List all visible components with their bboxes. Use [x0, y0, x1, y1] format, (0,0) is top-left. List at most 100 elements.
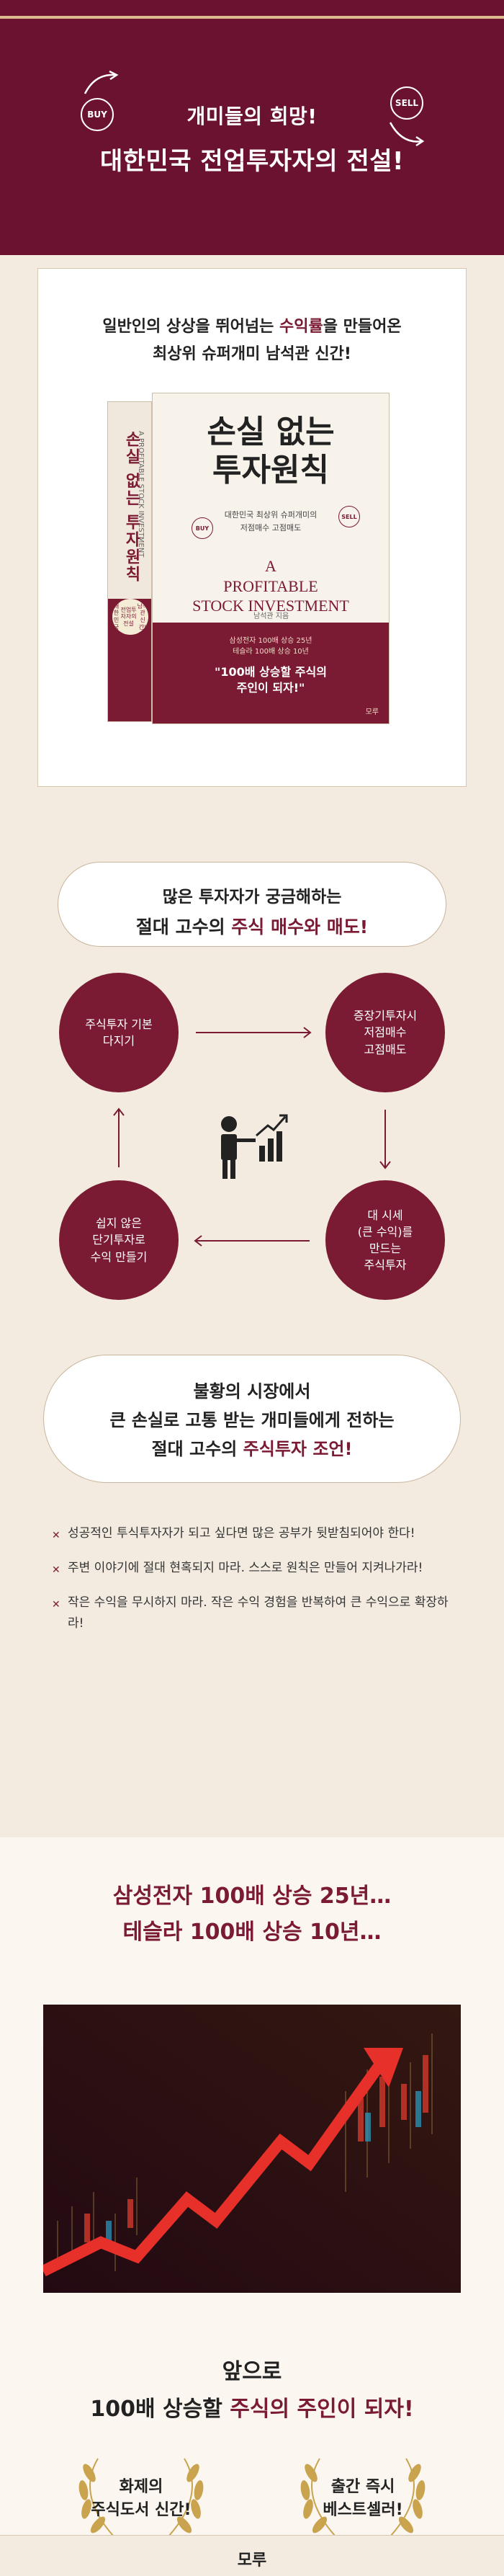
book-author: 남석관 지음 [253, 612, 289, 620]
intro-line1-highlight: 수익률 [279, 318, 323, 336]
book-title: 손실 없는 투자원칙 [153, 414, 389, 490]
laurel-right-text: 출간 즉시 베스트셀러! [291, 2476, 435, 2522]
cycle-node-basics: 주식투자 기본 다지기 [59, 973, 179, 1092]
node4-line1: 쉽지 않은 [96, 1216, 142, 1231]
footer-publisher-logo: 모루 [237, 2552, 267, 2570]
stock-chart-image [43, 2005, 461, 2293]
book-subtitle-line1: 대한민국 최상위 슈퍼개미의 [224, 510, 318, 520]
advice-line1: 불황의 시장에서 [193, 1381, 311, 1401]
book-meta: 삼성전자 100배 상승 25년 테슬라 100배 상승 10년 [153, 636, 389, 657]
intro-line2: 최상위 슈퍼개미 남석관 신간! [153, 345, 351, 363]
advice-heading: 불황의 시장에서 큰 손실로 고통 받는 개미들에게 전하는 절대 고수의 주식… [43, 1355, 461, 1483]
english-line2: PROFITABLE [223, 576, 318, 595]
book-title-line2: 투자원칙 [212, 451, 329, 489]
laurel-right-line1: 출간 즉시 [330, 2478, 395, 2496]
book-sell-badge-icon: SELL [338, 506, 360, 527]
intro-line1: 일반인의 상상을 뛰어넘는 수익률을 만들어온 [38, 313, 466, 337]
laurel-badge-right: 출간 즉시 베스트셀러! [291, 2444, 435, 2559]
final-section: 삼성전자 100배 상승 25년… 테슬라 100배 상승 10년… [0, 1837, 504, 2576]
advice-line2: 큰 손실로 고통 받는 개미들에게 전하는 [109, 1410, 395, 1430]
book-title-line1: 손실 없는 [207, 414, 335, 450]
book-card: 일반인의 상상을 뛰어넘는 수익률을 만들어온 최상위 슈퍼개미 남석관 신간!… [37, 268, 467, 787]
final-slogan-line1: 앞으로 [222, 2359, 282, 2384]
english-line1: A [265, 557, 276, 575]
node2-line2: 저점매수 [364, 1025, 407, 1040]
advice-item: ✕ 작은 수익을 무시하지 마라. 작은 수익 경험을 반복하여 큰 수익으로 확… [52, 1592, 462, 1636]
investor-chart-icon [221, 1114, 288, 1179]
cycle-arrows [113, 1027, 391, 1247]
book-slogan-line1: "100배 상승할 주식의 [215, 665, 327, 679]
laurel-badge-left: 화제의 주식도서 신간! [69, 2444, 213, 2559]
book-meta-line1: 삼성전자 100배 상승 25년 [229, 637, 312, 645]
book-cover: 손실 없는 투자원칙 A PROFITABLE STOCK INVESTMENT… [107, 393, 390, 726]
rising-arrow-icon [43, 2005, 461, 2293]
laurel-left-line1: 화제의 [119, 2478, 163, 2496]
node4-line2: 단기투자로 [92, 1233, 145, 1247]
advice-item: ✕ 주변 이야기에 절대 현혹되지 마라. 스스로 원칙은 만들어 지켜나가라! [52, 1558, 462, 1579]
book-front-band: 삼성전자 100배 상승 25년 테슬라 100배 상승 10년 "100배 상… [153, 623, 389, 723]
hero-banner: BUY SELL 개미들의 희망! 대한민국 전업투자자의 전설! [0, 0, 504, 259]
cycle-node-longterm: 증장기투자시 저점매수 고점매도 [325, 973, 445, 1092]
advice-list: ✕ 성공적인 투식투자자가 되고 싶다면 많은 공부가 뒷받침되어야 한다! ✕ 주… [52, 1523, 462, 1648]
footer: 모루 [0, 2535, 504, 2576]
cycle-heading: 많은 투자자가 궁금해하는 절대 고수의 주식 매수와 매도! [58, 862, 446, 947]
final-slogan-line2-highlight: 주식의 주인이 되자! [230, 2397, 414, 2422]
buy-badge-icon: BUY [81, 98, 114, 131]
laurel-left-line2: 주식도서 신간! [91, 2500, 192, 2519]
cycle-heading-line2: 절대 고수의 주식 매수와 매도! [58, 913, 446, 939]
book-buy-badge-icon: BUY [192, 517, 213, 539]
hero-top-stripe [0, 16, 504, 19]
node4-line3: 수익 만들기 [90, 1249, 148, 1264]
english-line3: STOCK INVESTMENT [192, 597, 349, 615]
book-english-title: A PROFITABLE STOCK INVESTMENT [153, 556, 389, 616]
seal-line3: 남석관 신간! [137, 602, 148, 630]
hero-bottom-edge [0, 255, 504, 259]
node2-line1: 증장기투자시 [353, 1009, 418, 1023]
sell-badge-icon: SELL [390, 86, 423, 120]
sell-arrow-icon [389, 122, 425, 147]
x-mark-icon: ✕ [52, 1530, 60, 1541]
advice-line3: 절대 고수의 주식투자 조언! [44, 1435, 460, 1463]
node2-line3: 고점매도 [364, 1042, 407, 1056]
advice-item: ✕ 성공적인 투식투자자가 되고 싶다면 많은 공부가 뒷받침되어야 한다! [52, 1523, 462, 1545]
hero-title-line1: 개미들의 희망! [186, 104, 318, 128]
book-meta-line2: 테슬라 100배 상승 10년 [233, 648, 309, 656]
advice-line3-highlight: 주식투자 조언! [243, 1439, 353, 1459]
cycle-heading-line2-pre: 절대 고수의 [135, 917, 232, 937]
node1-line2: 다지기 [102, 1034, 135, 1048]
final-heading-line1: 삼성전자 100배 상승 25년… [112, 1884, 392, 1909]
book-seal: 대한민국 전업투자자의 전설 남석관 신간! [112, 599, 148, 635]
x-mark-icon: ✕ [52, 1564, 60, 1576]
book-slogan-line2: 주인이 되자!" [236, 681, 305, 695]
hero-title-line2: 대한민국 전업투자자의 전설! [99, 147, 405, 176]
laurel-right-line2: 베스트셀러! [323, 2500, 403, 2519]
cycle-node-big-profit: 대 시세 (큰 수익)를 만드는 주식투자 [325, 1180, 445, 1300]
spine-title: 손실 없는 투자원칙 [122, 431, 140, 584]
advice-item-text: 성공적인 투식투자자가 되고 싶다면 많은 공부가 뒷받침되어야 한다! [68, 1526, 415, 1541]
node3-line3: 만드는 [369, 1242, 402, 1255]
spine-subtitle: A PROFITABLE STOCK INVESTMENT [137, 431, 145, 558]
intro-line1-post: 을 만들어온 [323, 318, 402, 336]
laurel-left-text: 화제의 주식도서 신간! [69, 2476, 213, 2522]
advice-item-text: 주변 이야기에 절대 현혹되지 마라. 스스로 원칙은 만들어 지켜나가라! [68, 1560, 423, 1575]
book-slogan: "100배 상승할 주식의 주인이 되자!" [153, 664, 389, 697]
intro-line1-pre: 일반인의 상상을 뛰어넘는 [102, 318, 279, 336]
x-mark-icon: ✕ [52, 1598, 60, 1610]
advice-line3-pre: 절대 고수의 [151, 1439, 243, 1459]
book-publisher: 모루 [365, 708, 379, 716]
seal-line2: 전업투자자의 전설 [120, 606, 137, 627]
seal-line1: 대한민국 [113, 602, 120, 630]
node3-line2: (큰 수익)를 [357, 1224, 413, 1239]
book-front: 손실 없는 투자원칙 BUY SELL 대한민국 최상위 슈퍼개미의 저점매수 … [152, 393, 390, 724]
final-slogan-line2: 100배 상승할 주식의 주인이 되자! [0, 2391, 504, 2423]
laurel-wreath-icon [78, 2458, 204, 2537]
cycle-node-shortterm: 쉽지 않은 단기투자로 수익 만들기 [59, 1180, 179, 1300]
node3-line1: 대 시세 [367, 1208, 403, 1222]
cycle-heading-line2-highlight: 주식 매수와 매도! [231, 917, 369, 937]
laurel-wreath-icon [300, 2458, 426, 2537]
advice-item-text: 작은 수익을 무시하지 마라. 작은 수익 경험을 반복하여 큰 수익으로 확장… [68, 1595, 449, 1631]
book-subtitle-line2: 저점매수 고점매도 [240, 522, 302, 532]
book-spine: 손실 없는 투자원칙 A PROFITABLE STOCK INVESTMENT… [107, 401, 152, 722]
cycle-heading-line1: 많은 투자자가 궁금해하는 [162, 888, 342, 906]
